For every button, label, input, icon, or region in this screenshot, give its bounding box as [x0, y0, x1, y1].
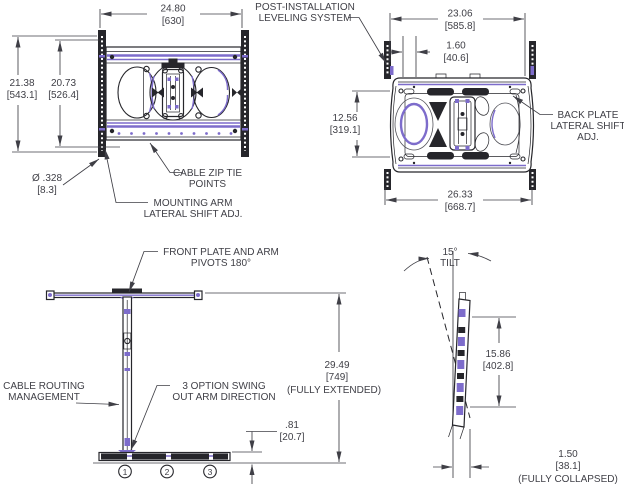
label-cable-zip-tie: CABLE ZIP TIE POINTS: [149, 142, 242, 190]
swing-position-markers: 1 2 3: [118, 464, 217, 479]
label-pivot-line1: FRONT PLATE AND ARM: [163, 247, 279, 258]
dim-hole-in: Ø .328: [32, 173, 62, 184]
label-backshift-line2: LATERAL SHIFT: [550, 121, 624, 132]
dim-front-width-mm: [630]: [162, 16, 184, 27]
dim-extended-in: 29.49: [324, 360, 349, 371]
position-2: 2: [165, 467, 170, 477]
label-swing-line1: 3 OPTION SWING: [182, 381, 266, 392]
label-pivot-line2: PIVOTS 180°: [191, 258, 251, 269]
label-cable-line1: CABLE ROUTING: [3, 381, 85, 392]
dim-base-thickness: .81 [20.7]: [232, 420, 305, 484]
dim-back-height-mm: [319.1]: [330, 125, 361, 136]
dim-base-in: .81: [285, 420, 299, 431]
dim-back-width-bottom: 26.33 [668.7]: [384, 188, 533, 213]
dim-base-mm: [20.7]: [279, 432, 304, 443]
dim-back-width-bottom-mm: [668.7]: [445, 202, 476, 213]
dim-hole-mm: [8.3]: [37, 185, 57, 196]
dim-tilt-label: TILT: [440, 258, 460, 269]
dim-extended-note: (FULLY EXTENDED): [287, 385, 381, 396]
dim-back-width-top-in: 23.06: [447, 9, 472, 20]
label-shift-line1: MOUNTING ARM: [154, 198, 233, 209]
label-shift-line2: LATERAL SHIFT ADJ.: [144, 209, 243, 220]
label-swing-line2: OUT ARM DIRECTION: [172, 392, 275, 403]
dim-tilt-angle: 15°: [442, 247, 457, 258]
label-leveling-line1: POST-INSTALLATION: [255, 2, 355, 13]
label-back-plate-shift: BACK PLATE LATERAL SHIFT ADJ.: [512, 95, 624, 143]
label-backshift-line3: ADJ.: [577, 132, 599, 143]
dim-back-width-top: 23.06 [585.8]: [389, 9, 526, 76]
dim-back-height-in: 12.56: [332, 113, 357, 124]
label-pivot: FRONT PLATE AND ARM PIVOTS 180°: [128, 247, 279, 293]
dim-back-width-bottom-in: 26.33: [447, 190, 472, 201]
label-zip-line2: POINTS: [189, 179, 227, 190]
leveling-screw: [390, 66, 394, 75]
position-1: 1: [123, 467, 128, 477]
dim-collapsed-depth: 1.50 [38.1] (FULLY COLLAPSED): [433, 429, 618, 485]
label-cable-line2: MANAGEMENT: [8, 392, 80, 403]
label-mounting-arm-shift: MOUNTING ARM LATERAL SHIFT ADJ.: [104, 148, 243, 220]
position-3: 3: [208, 467, 213, 477]
dim-front-height-outer-in: 21.38: [9, 78, 34, 89]
label-zip-line1: CABLE ZIP TIE: [173, 168, 242, 179]
label-cable-routing: CABLE ROUTING MANAGEMENT: [3, 381, 120, 407]
label-swing-options: 3 OPTION SWING OUT ARM DIRECTION: [130, 381, 276, 451]
dim-back-offset-in: 1.60: [446, 41, 466, 52]
dim-collapsed-height-in: 15.86: [485, 349, 510, 360]
dim-hole-diameter: Ø .328 [8.3]: [32, 158, 100, 196]
dim-depth-in: 1.50: [558, 449, 578, 460]
dim-collapsed-height: 15.86 [402.8]: [470, 316, 516, 408]
extended-side-view: 1 2 3 FRONT PLATE AND ARM PIVOTS 180° CA…: [3, 247, 381, 484]
back-plate-view: 23.06 [585.8] 1.60 [40.6] 12.56 [319.1]: [255, 2, 624, 213]
dim-back-width-top-mm: [585.8]: [445, 21, 476, 32]
dim-collapsed-height-mm: [402.8]: [483, 361, 514, 372]
dim-front-height-outer-mm: [543.1]: [7, 90, 38, 101]
dim-back-offset-mm: [40.6]: [443, 53, 468, 64]
dim-front-width-in: 24.80: [160, 4, 185, 15]
label-leveling-line2: LEVELING SYSTEM: [259, 13, 352, 24]
front-plate-view: 24.80 [630] 21.38 [543.1] 20.73 [526.4] …: [7, 4, 249, 220]
dim-extended-mm: [749]: [326, 372, 348, 383]
dim-depth-mm: [38.1]: [555, 461, 580, 472]
collapsed-side-view: 15° TILT 15.86 [402.8] 1.50: [403, 247, 618, 485]
dim-back-offset: 1.60 [40.6]: [389, 36, 469, 77]
dim-front-height-inner-in: 20.73: [51, 78, 76, 89]
dim-front-heights: 21.38 [543.1] 20.73 [526.4]: [7, 35, 120, 153]
label-leveling-system: POST-INSTALLATION LEVELING SYSTEM: [255, 2, 387, 64]
zip-tie-points: [117, 132, 233, 135]
label-backshift-line1: BACK PLATE: [558, 110, 619, 121]
dim-front-height-inner-mm: [526.4]: [48, 90, 79, 101]
dim-depth-note: (FULLY COLLAPSED): [518, 474, 618, 485]
dim-back-height: 12.56 [319.1]: [330, 90, 390, 158]
dim-front-width: 24.80 [630]: [99, 4, 243, 28]
dim-fully-extended: 29.49 [749] (FULLY EXTENDED): [205, 292, 381, 462]
